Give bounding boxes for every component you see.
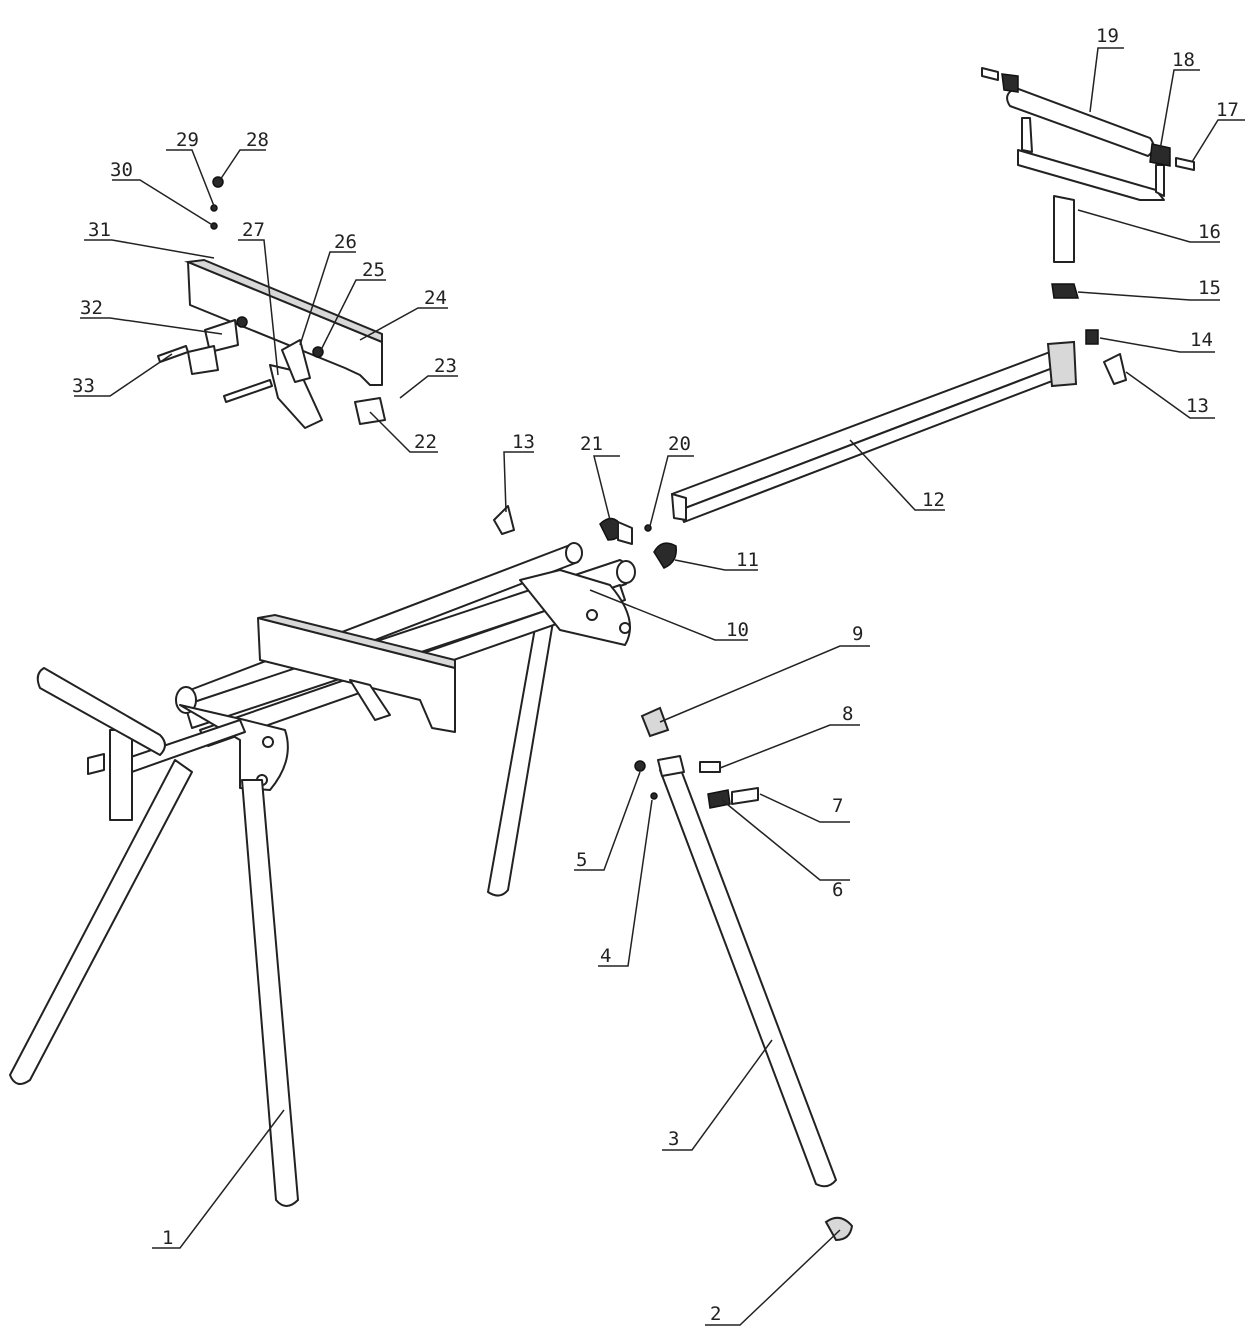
rail-end-cap-front xyxy=(616,560,636,584)
knob-13-right xyxy=(1103,353,1127,385)
callout-19: 19 xyxy=(1096,25,1119,47)
callout-13-right: 13 xyxy=(1186,395,1209,417)
mount-bracket-24 xyxy=(187,261,383,386)
clamp-33 xyxy=(187,345,219,375)
callout-24: 24 xyxy=(424,287,447,309)
mount-bracket-assembly xyxy=(157,176,386,429)
leg-cap-9 xyxy=(640,706,670,738)
callout-30: 30 xyxy=(110,159,133,181)
screw-20 xyxy=(644,524,652,532)
near-leg-left xyxy=(9,759,193,1085)
spring-6 xyxy=(707,789,731,809)
link-26 xyxy=(281,339,311,383)
callout-17: 17 xyxy=(1216,99,1239,121)
leg-pivot-block xyxy=(657,755,685,777)
callout-15: 15 xyxy=(1198,277,1221,299)
callout-28: 28 xyxy=(246,129,269,151)
callout-29: 29 xyxy=(176,129,199,151)
callout-33: 33 xyxy=(72,375,95,397)
callout-23: 23 xyxy=(434,355,457,377)
callout-10: 10 xyxy=(726,619,749,641)
left-support-post xyxy=(109,729,133,821)
callout-22: 22 xyxy=(414,431,437,453)
extension-rail xyxy=(671,340,1078,523)
clamp-22 xyxy=(354,397,386,425)
callout-21: 21 xyxy=(580,433,603,455)
knob-13-left xyxy=(493,505,515,535)
washer-4 xyxy=(650,792,658,800)
callout-26: 26 xyxy=(334,231,357,253)
callout-4: 4 xyxy=(600,945,611,967)
left-roller xyxy=(36,667,166,756)
leader-lines xyxy=(74,47,1245,1326)
roller-bracket xyxy=(1017,149,1165,201)
post-cap-15 xyxy=(1051,283,1079,299)
end-bracket-right xyxy=(519,569,631,646)
roller-pin-17 xyxy=(1175,157,1195,171)
roller-post-16 xyxy=(1053,195,1075,263)
callout-31: 31 xyxy=(88,219,111,241)
callout-7: 7 xyxy=(832,795,843,817)
callout-27: 27 xyxy=(242,219,265,241)
callout-18: 18 xyxy=(1172,49,1195,71)
callout-11: 11 xyxy=(736,549,759,571)
nut-5 xyxy=(634,760,646,772)
callout-14: 14 xyxy=(1190,329,1213,351)
callout-20: 20 xyxy=(668,433,691,455)
far-leg-right xyxy=(487,599,557,897)
callout-2: 2 xyxy=(710,1303,721,1325)
clamp-32 xyxy=(204,319,239,353)
pin-7 xyxy=(731,787,759,805)
center-mount-top xyxy=(257,613,456,670)
callout-25: 25 xyxy=(362,259,385,281)
callout-labels: 1 2 3 4 5 6 7 8 9 10 11 12 13 13 14 15 1… xyxy=(72,25,1239,1325)
callout-13-left: 13 xyxy=(512,431,535,453)
callout-6: 6 xyxy=(832,879,843,901)
end-cap-11 xyxy=(653,542,677,569)
foot-2 xyxy=(824,1216,854,1242)
end-cap-14 xyxy=(1085,329,1099,345)
left-knob xyxy=(87,753,105,775)
main-stand-assembly xyxy=(9,542,636,1207)
callout-5: 5 xyxy=(576,849,587,871)
leg-assembly xyxy=(634,706,854,1242)
callout-32: 32 xyxy=(80,297,103,319)
leg-3 xyxy=(659,761,837,1188)
roller-end-nut-18 xyxy=(1149,143,1171,167)
roller-19 xyxy=(1006,87,1155,157)
bolt-8 xyxy=(699,761,721,773)
callout-1: 1 xyxy=(162,1227,173,1249)
rail-end-cap-far xyxy=(565,542,583,564)
near-leg-right xyxy=(241,779,299,1207)
callout-16: 16 xyxy=(1198,221,1221,243)
callout-8: 8 xyxy=(842,703,853,725)
extension-rail-end-block xyxy=(1046,340,1078,388)
callout-9: 9 xyxy=(852,623,863,645)
middle-hardware xyxy=(493,505,677,569)
callout-12: 12 xyxy=(922,489,945,511)
roller-stand-assembly xyxy=(981,67,1195,385)
callout-3: 3 xyxy=(668,1128,679,1150)
